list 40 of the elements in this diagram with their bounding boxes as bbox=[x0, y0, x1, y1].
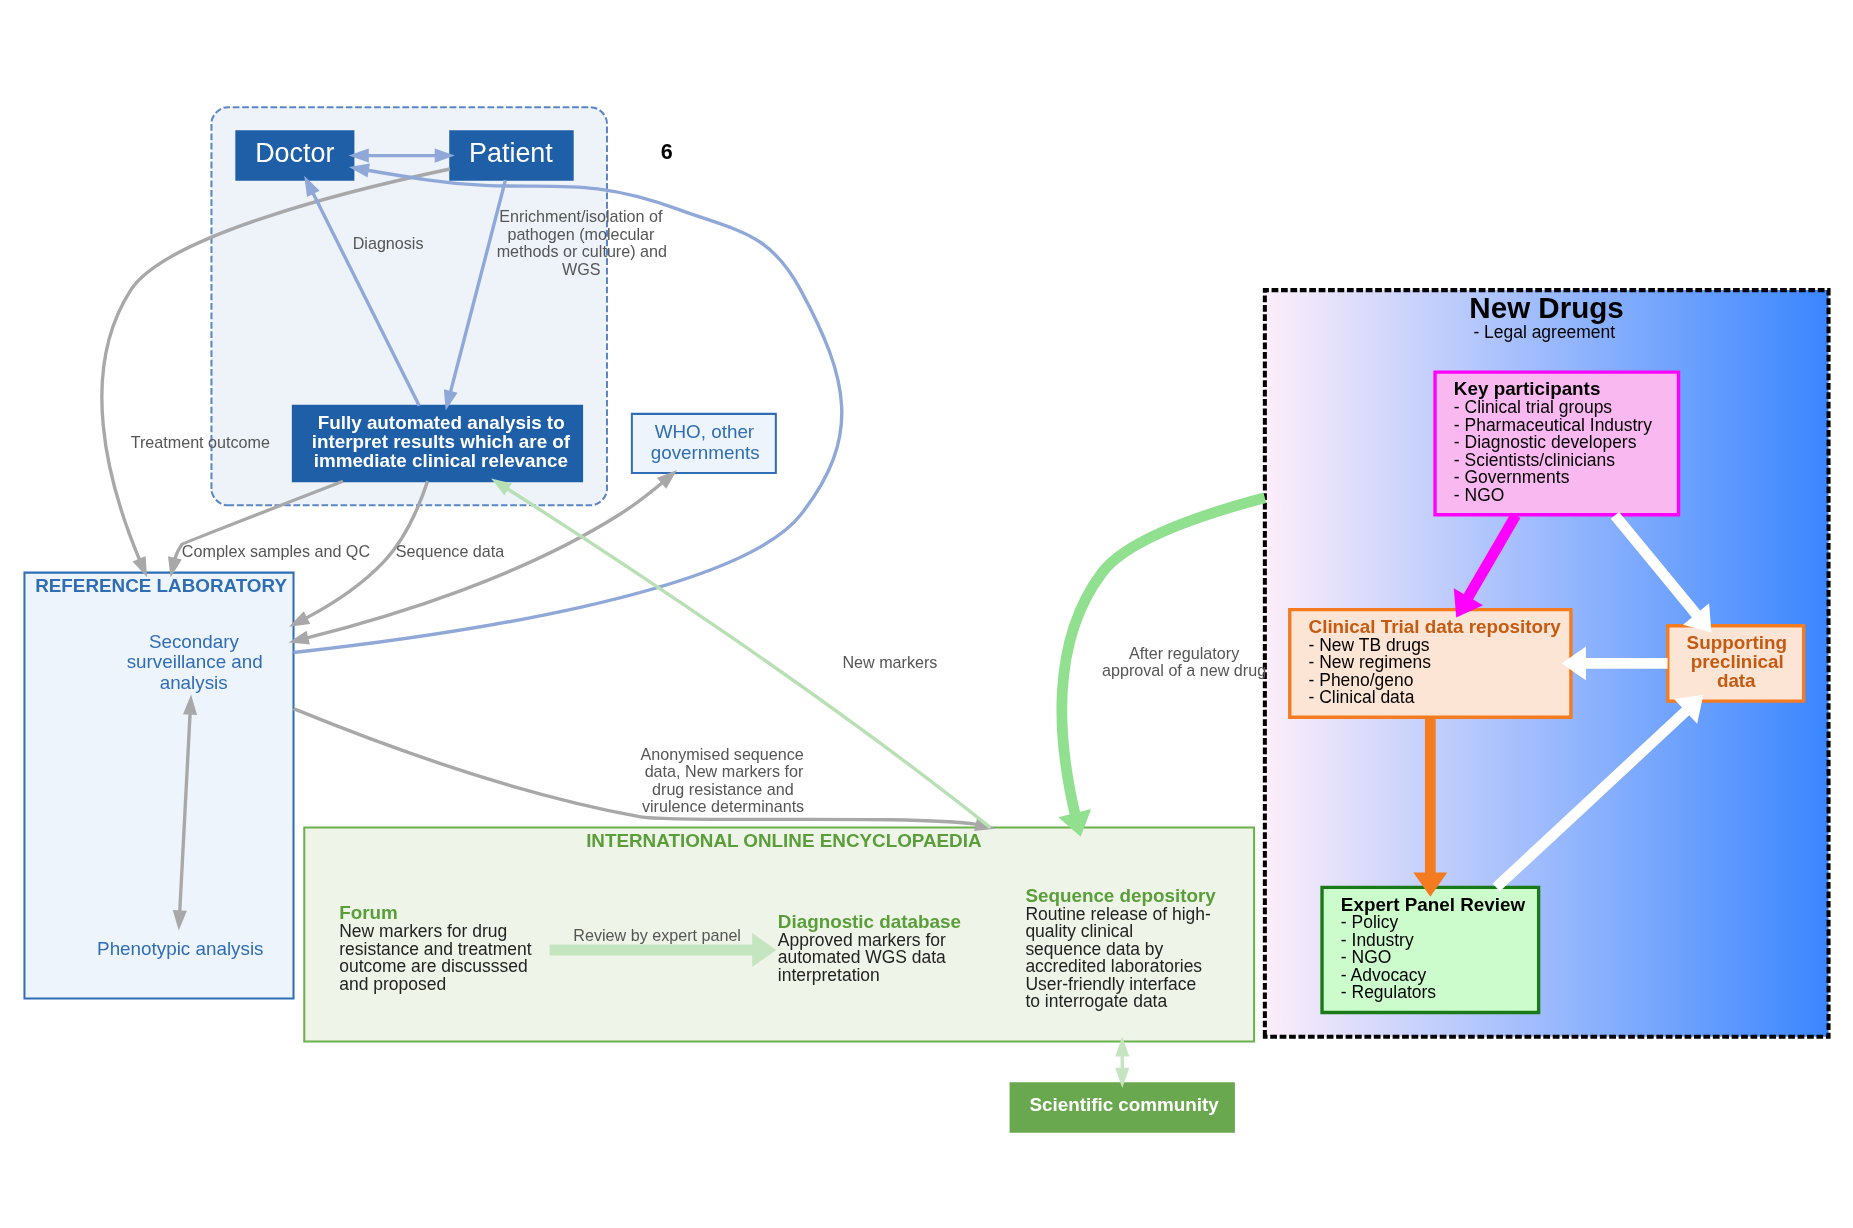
arrow bbox=[289, 480, 430, 627]
arrow bbox=[549, 933, 777, 967]
edge-label: Anonymised sequence data, New markers for drug resistance and virulence determinants bbox=[640, 744, 805, 816]
arrow bbox=[304, 175, 421, 407]
node-box: Clinical Trial data repository - New TB drugs - New regimens - Pheno/geno - Clinical data bbox=[1288, 607, 1573, 719]
arrow bbox=[443, 179, 508, 411]
arrow bbox=[100, 167, 451, 578]
edge-label: Complex samples and QC bbox=[181, 542, 371, 561]
node-text: Secondary surveillance and analysis bbox=[126, 631, 263, 693]
arrow bbox=[1056, 492, 1267, 837]
edge-label: Enrichment/isolation of pathogen (molecular methods or culture) and WGS bbox=[496, 207, 667, 278]
arrow bbox=[491, 478, 992, 829]
edge-label: Review by expert panel bbox=[573, 926, 741, 945]
node-box: Supporting preclinical data bbox=[1666, 624, 1806, 703]
edge-label: Sequence data bbox=[395, 542, 505, 561]
arrow bbox=[172, 694, 198, 931]
node-box: WHO, other governments bbox=[630, 412, 777, 475]
arrow bbox=[1413, 717, 1448, 897]
node-box: Scientific community bbox=[1009, 1082, 1235, 1133]
node-box: Fully automated analysis to interpret results which are of immediate clinical relevance bbox=[291, 404, 584, 483]
arrow bbox=[1492, 694, 1704, 892]
arrow bbox=[1115, 1036, 1130, 1088]
arrow bbox=[288, 470, 677, 645]
arrow bbox=[1453, 512, 1521, 618]
node-box: Patient bbox=[449, 130, 574, 181]
edge-label: Diagnosis bbox=[352, 233, 424, 252]
node-box: Doctor bbox=[235, 130, 355, 181]
arrow bbox=[1561, 646, 1668, 681]
edge-label: New markers bbox=[842, 652, 938, 671]
arrow bbox=[348, 148, 455, 163]
node-text: Phenotypic analysis bbox=[97, 937, 264, 959]
node-box: Key participants - Clinical trial groups - Pharmaceutical Industry - Diagnostic developers - Scientists/clinicians - Governments - NGO bbox=[1433, 370, 1681, 517]
edge-label: Treatment outcome bbox=[130, 432, 270, 451]
node-text: Diagnostic database Approved markers for automated WGS data interpretation bbox=[777, 911, 961, 985]
arrow bbox=[168, 479, 344, 578]
node-text: Sequence depository Routine release of high-quality clinical sequence data by accredited laboratories User-friendly interface to interrogate data bbox=[1025, 884, 1216, 1012]
label: 6 bbox=[660, 140, 673, 165]
node-box: Expert Panel Review - Policy - Industry - NGO - Advocacy - Regulators bbox=[1320, 885, 1541, 1015]
node-text: Forum New markers for drug resistance and treatment outcome are discusssed and proposed bbox=[339, 902, 532, 994]
arrow bbox=[1610, 511, 1712, 633]
